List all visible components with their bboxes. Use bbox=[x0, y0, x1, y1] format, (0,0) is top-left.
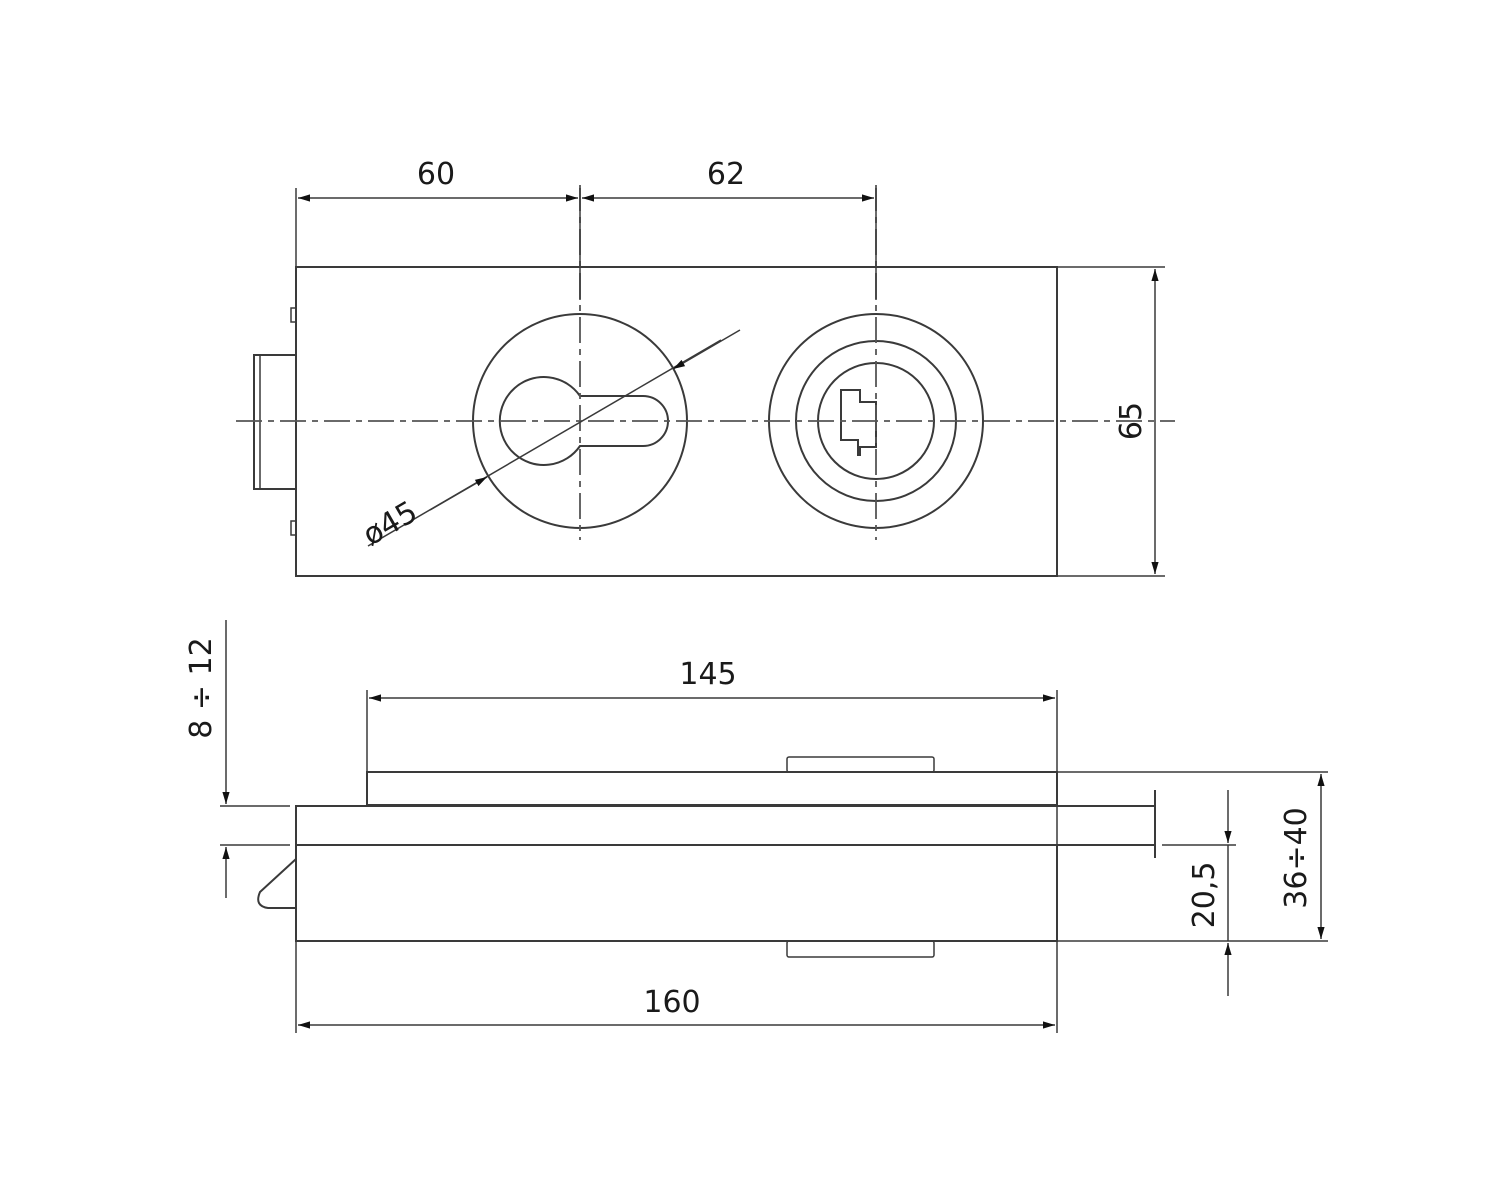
top-tab bbox=[786, 756, 935, 773]
dim-diameter-label: ø45 bbox=[357, 494, 423, 553]
bottom-tab bbox=[786, 940, 935, 958]
top-plate bbox=[366, 771, 1058, 806]
dim-62-label: 62 bbox=[707, 157, 745, 192]
key-slot-icon bbox=[840, 389, 877, 456]
latch-front bbox=[253, 307, 297, 536]
dim-total-height-label: 36÷40 bbox=[1279, 807, 1314, 908]
latch-bolt bbox=[257, 858, 297, 909]
dim-glass-thickness-label: 8 ÷ 12 bbox=[184, 637, 219, 738]
dim-160-label: 160 bbox=[643, 985, 700, 1020]
dim-20-5-label: 20,5 bbox=[1187, 862, 1222, 929]
top-view: 60 62 65 ø45 bbox=[236, 157, 1175, 577]
dim-60-label: 60 bbox=[417, 157, 455, 192]
dim-65-label: 65 bbox=[1114, 402, 1149, 440]
glass-panel bbox=[295, 805, 1156, 846]
dim-145-label: 145 bbox=[679, 657, 736, 692]
lower-body bbox=[295, 844, 1058, 942]
side-view: 145 160 8 ÷ 12 20,5 36÷40 bbox=[184, 620, 1328, 1033]
keyhole-icon bbox=[498, 376, 669, 466]
